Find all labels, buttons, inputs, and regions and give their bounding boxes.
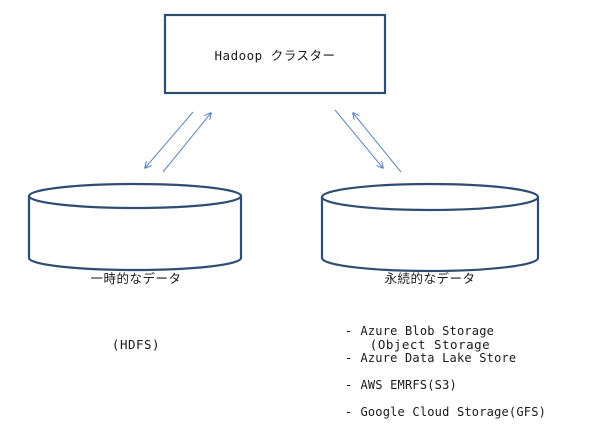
list-item: -Google Cloud Storage(GFS) — [345, 399, 546, 426]
hdfs-cylinder — [27, 182, 243, 272]
bullet-dash: - — [345, 351, 353, 365]
object-storage-label-line1: 永続的なデータ — [384, 271, 476, 286]
arrow-hdfs-to-cluster — [162, 113, 211, 173]
bullet-dash: - — [345, 378, 353, 392]
arrow-object-storage-to-cluster — [353, 113, 402, 173]
list-item: -Azure Data Lake Store — [345, 345, 546, 372]
storage-option-label: AWS EMRFS(S3) — [360, 378, 457, 392]
storage-option-label: Google Cloud Storage(GFS) — [360, 405, 547, 419]
arrow-cluster-to-hdfs — [145, 111, 194, 168]
storage-options-list: -Azure Blob Storage -Azure Data Lake Sto… — [345, 318, 546, 426]
storage-option-label: Azure Data Lake Store — [360, 351, 517, 365]
object-storage-cylinder — [320, 182, 540, 273]
object-storage-label-line2: (Object Storage — [369, 337, 491, 352]
hdfs-label-line2: (HDFS) — [111, 337, 161, 352]
list-item: -AWS EMRFS(S3) — [345, 372, 546, 399]
hdfs-label-line1: 一時的なデータ — [90, 271, 182, 286]
hdfs-label: 一時的なデータ (HDFS) — [30, 224, 242, 378]
hadoop-cluster-label: Hadoop クラスター — [214, 47, 336, 63]
hadoop-cluster-box — [163, 13, 387, 95]
arrow-cluster-to-object-storage — [334, 109, 383, 168]
list-item: -Azure Blob Storage — [345, 318, 546, 345]
object-storage-label: 永続的なデータ (Object Storage — [322, 224, 538, 378]
storage-option-label: Azure Blob Storage — [360, 324, 495, 338]
bullet-dash: - — [345, 405, 353, 419]
bullet-dash: - — [345, 324, 353, 338]
